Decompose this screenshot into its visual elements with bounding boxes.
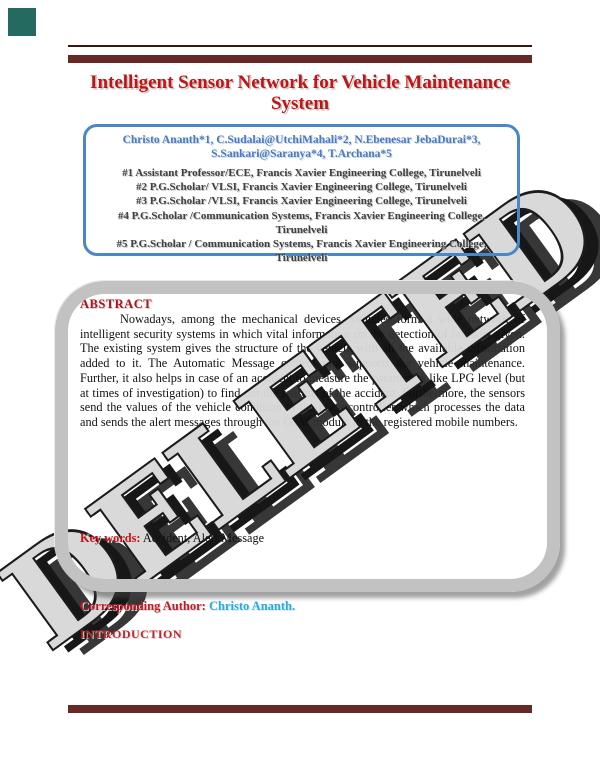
paper-title: Intelligent Sensor Network for Vehicle M… bbox=[40, 72, 560, 114]
affiliation-line: #1 Assistant Professor/ECE, Francis Xavi… bbox=[122, 167, 481, 179]
corresponding-author-line: Corresponding Author: Christo Ananth. bbox=[80, 599, 295, 614]
keywords-text: Accident, Alert Message bbox=[142, 531, 265, 545]
affiliation-line: #4 P.G.Scholar /Communication Systems, F… bbox=[117, 209, 486, 236]
introduction-heading: INTRODUCTION bbox=[80, 627, 183, 641]
corresponding-author-label: Corresponding Author: bbox=[80, 599, 206, 613]
affiliation-line: #5 P.G.Scholar / Communication Systems, … bbox=[116, 238, 487, 265]
author-names: Christo Ananth*1, C.Sudalai@UtchiMahali*… bbox=[122, 134, 481, 160]
affiliation-line: #3 P.G.Scholar /VLSI, Francis Xavier Eng… bbox=[136, 195, 467, 208]
keywords-line: Key words: Accident, Alert Message bbox=[80, 531, 525, 546]
header-thin-rule bbox=[68, 45, 532, 47]
paper-title-line1: Intelligent Sensor Network for Vehicle M… bbox=[90, 72, 510, 93]
author-affiliations: #1 Assistant Professor/ECE, Francis Xavi… bbox=[86, 166, 517, 265]
author-box: Christo Ananth*1, C.Sudalai@UtchiMahali*… bbox=[83, 124, 520, 264]
abstract-text: Nowadays, among the mechanical devices, … bbox=[80, 312, 525, 429]
affiliation-line: #2 P.G.Scholar/ VLSI, Francis Xavier Eng… bbox=[136, 181, 467, 194]
header-maroon-bar bbox=[68, 55, 532, 63]
corresponding-author-name: Christo Ananth. bbox=[208, 599, 296, 613]
keywords-label: Key words: bbox=[80, 531, 141, 545]
footer-maroon-bar bbox=[68, 705, 532, 713]
paper-title-line2: System bbox=[270, 93, 330, 114]
teal-corner-square bbox=[8, 8, 36, 36]
stamp-border-frame bbox=[55, 281, 560, 592]
